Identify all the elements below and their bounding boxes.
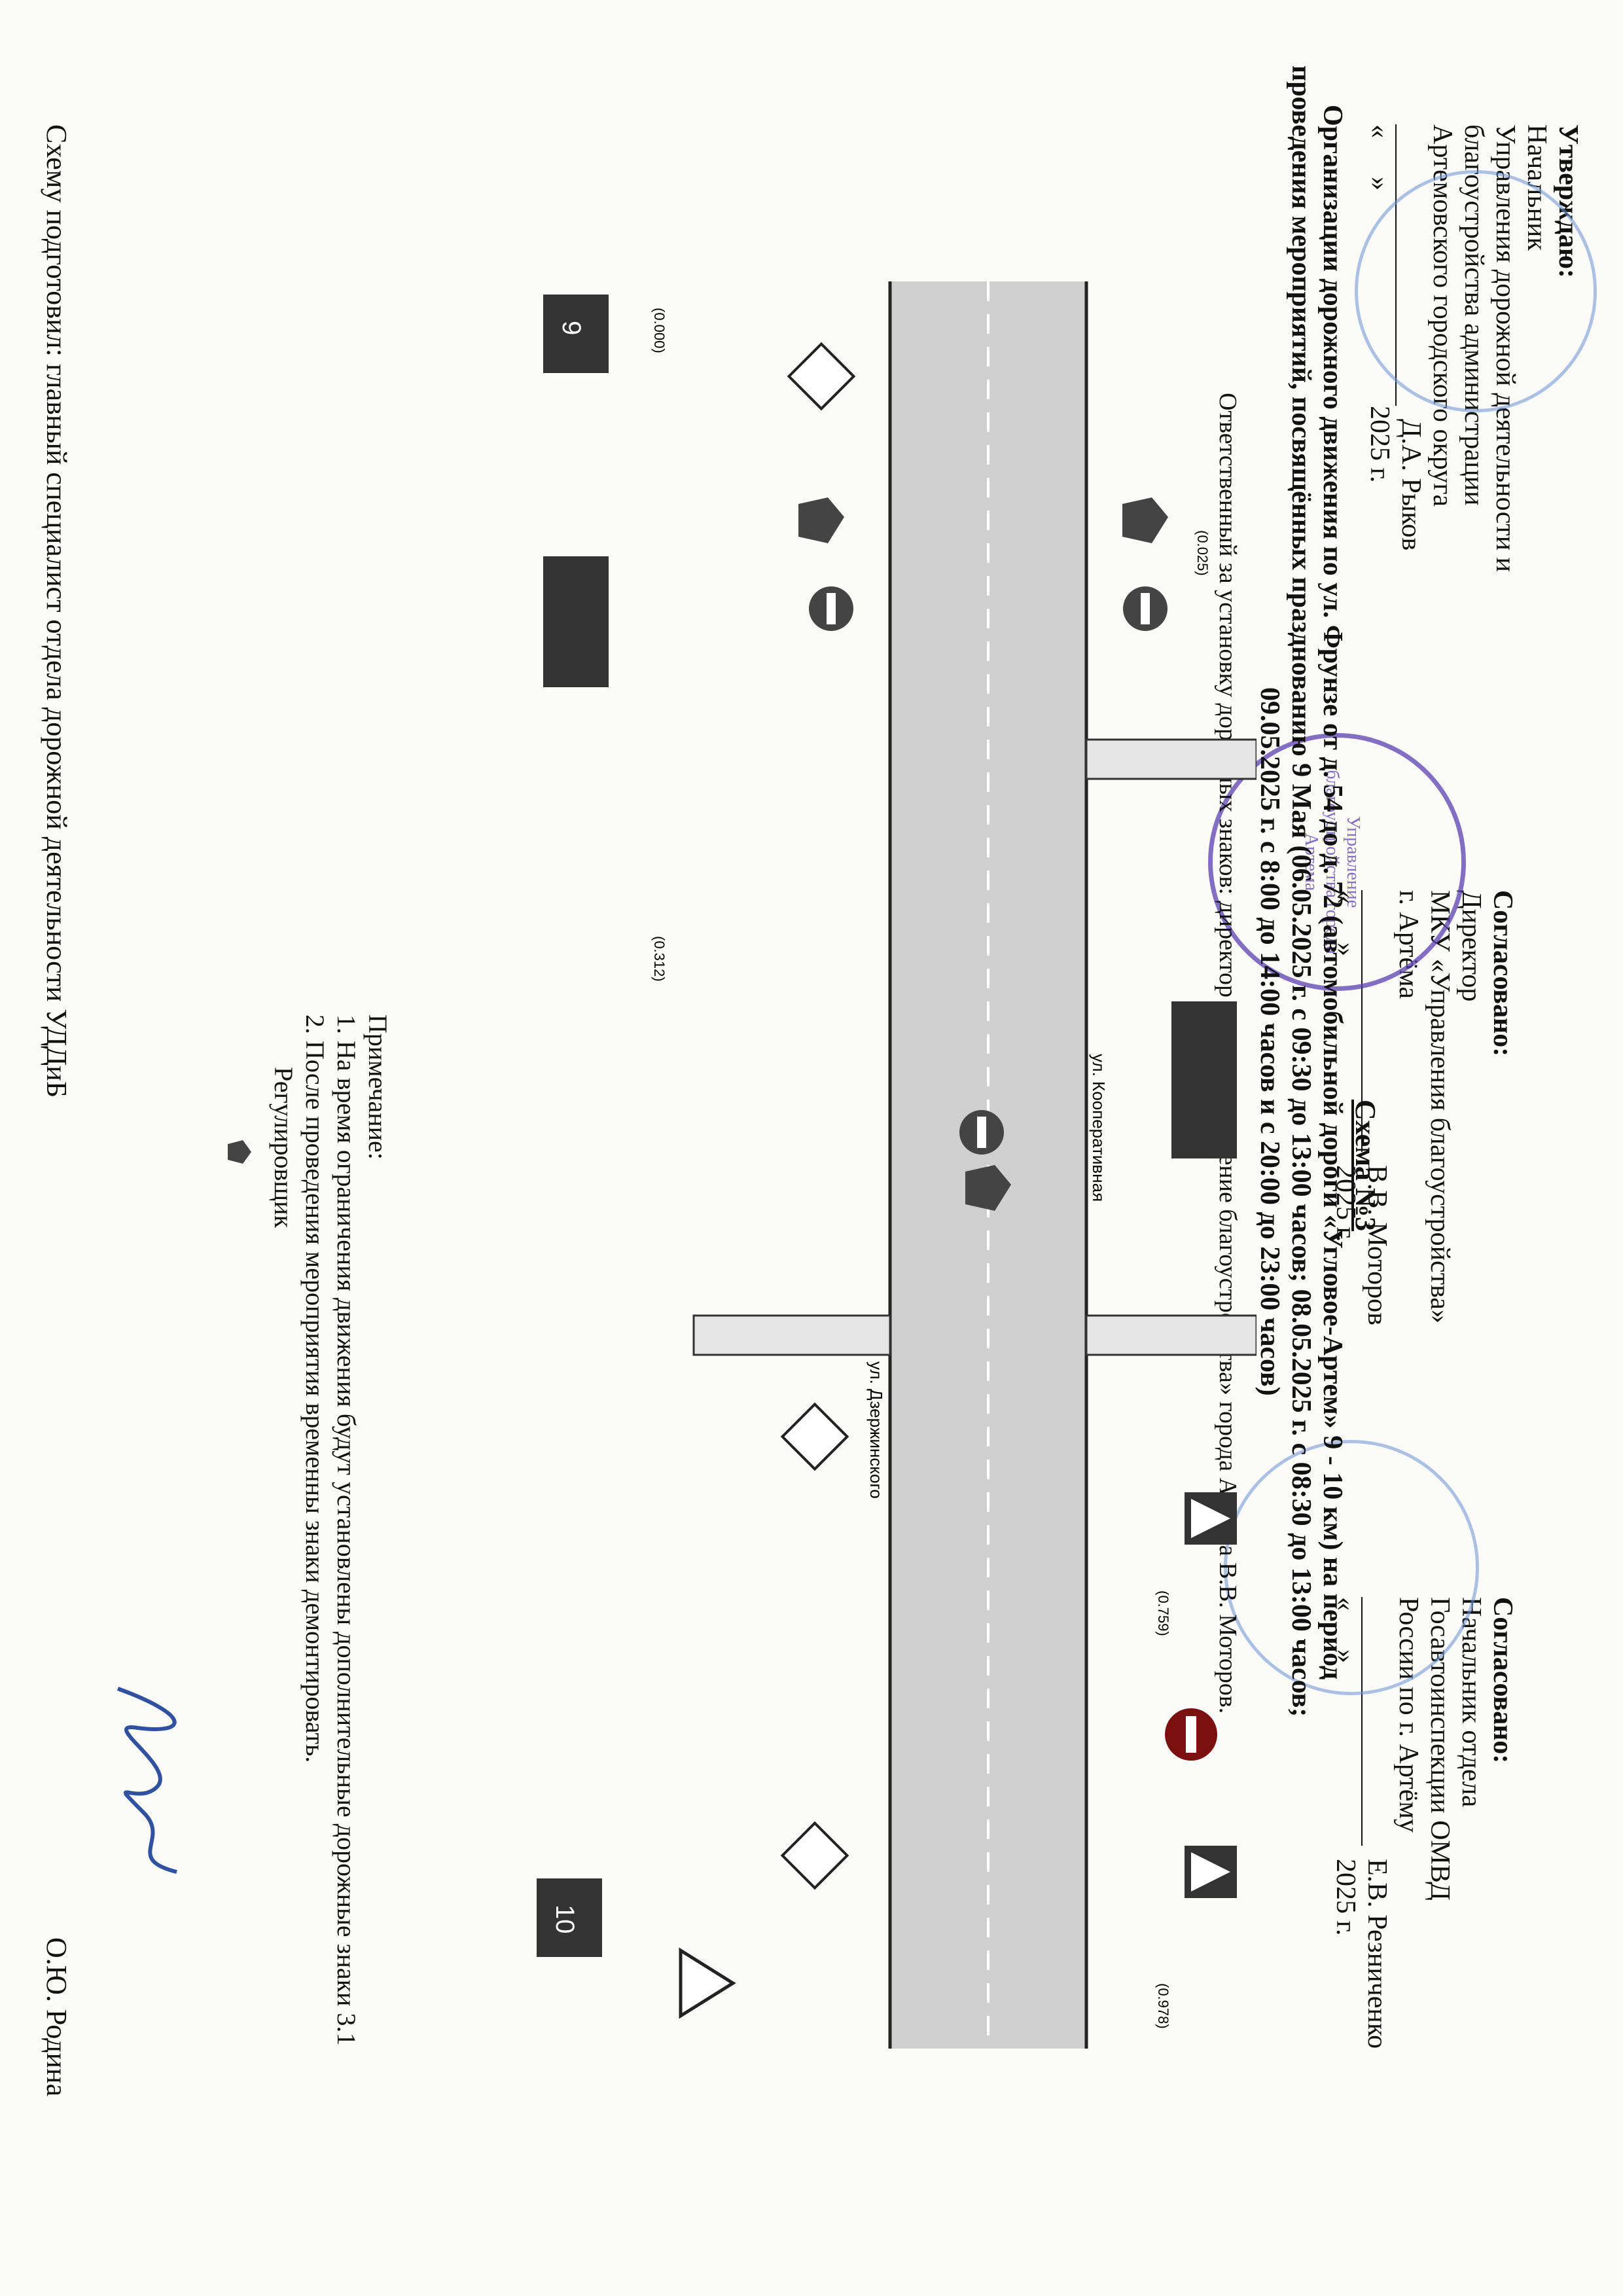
info-board-4 [537,1878,602,1957]
priority-sign-2 [780,1402,849,1471]
notes-heading: Примечание: [363,1014,393,1160]
priority-sign-1 [787,342,856,411]
notes-legend-label: Регулировщик [269,1067,298,1229]
agreed1-line-1: Директор [1456,890,1486,1002]
distance-label-5: (0.978) [1155,1983,1171,2029]
stamp-agreed2 [1224,1440,1479,1695]
side-street-2 [1085,1314,1257,1356]
street-label-1: ул. Кооперативная [1089,1054,1109,1202]
regulator-marker-3 [965,1165,1011,1211]
km-label-9: 9 [557,321,586,335]
regulator-marker-2 [798,497,844,543]
street-label-2: ул. Дзержинского [866,1361,886,1499]
regulator-marker-1 [1122,497,1168,543]
side-street-3 [692,1314,891,1356]
no-entry-sign-1 [1123,586,1168,631]
regulator-legend-icon [228,1140,251,1164]
agreed2-year: 2025 г. [1330,1859,1361,1936]
signer-name: О.Ю. Родина [41,1937,73,2097]
agreed1-line-2: МКУ «Управления благоустройства» [1425,890,1455,1323]
warning-triangle-1 [679,1947,736,2019]
agreed2-heading: Согласовано: [1488,1597,1518,1764]
title-line-3: 09.05.2025 г. с 8:00 до 14:00 часов и с … [1255,687,1285,1396]
no-entry-sign-3 [959,1110,1004,1155]
approve-date-open: « [1364,124,1395,138]
approve-name: Д.А. Рыков [1396,419,1426,551]
info-board-1 [543,295,609,373]
priority-sign-3 [780,1821,849,1890]
no-entry-sign-4 [1165,1708,1217,1761]
agreed1-heading: Согласовано: [1488,890,1518,1057]
title-line-2: проведения мероприятий, посвящённых праз… [1286,65,1316,1717]
approve-year: 2025 г. [1364,406,1395,483]
distance-label-3: (0.312) [651,936,668,982]
agreed2-name: Е.В. Резниченко [1362,1859,1392,2049]
crosswalk-sign-2 [1185,1846,1237,1898]
road-scheme: ул. Кооперативная ул. Дзержинского 9 10 … [537,281,1257,2049]
info-board-3 [1171,1001,1237,1158]
side-street-1 [1085,738,1257,780]
stamp-approve [1355,170,1597,412]
prepared-by: Схему подготовил: главный специалист отд… [41,124,73,1098]
no-entry-sign-2 [809,586,853,631]
notes-item-1: 1. На время ограничения движения будут у… [332,1014,361,2046]
crosswalk-sign-1 [1185,1492,1237,1545]
scheme-number: Схема №3 [1349,1100,1382,1232]
approve-date-close: » [1364,177,1395,190]
distance-label-1: (0.000) [651,308,668,353]
notes-item-2: 2. После проведения мероприятия временны… [300,1014,330,1763]
title-line-1: Организации дорожного движения по ул. Фр… [1317,105,1347,1680]
km-label-10: 10 [550,1905,579,1934]
handwritten-signature [116,1687,177,1874]
info-board-2 [543,556,609,687]
distance-label-4: (0.759) [1155,1590,1171,1636]
distance-label-2: (0.025) [1194,530,1211,576]
